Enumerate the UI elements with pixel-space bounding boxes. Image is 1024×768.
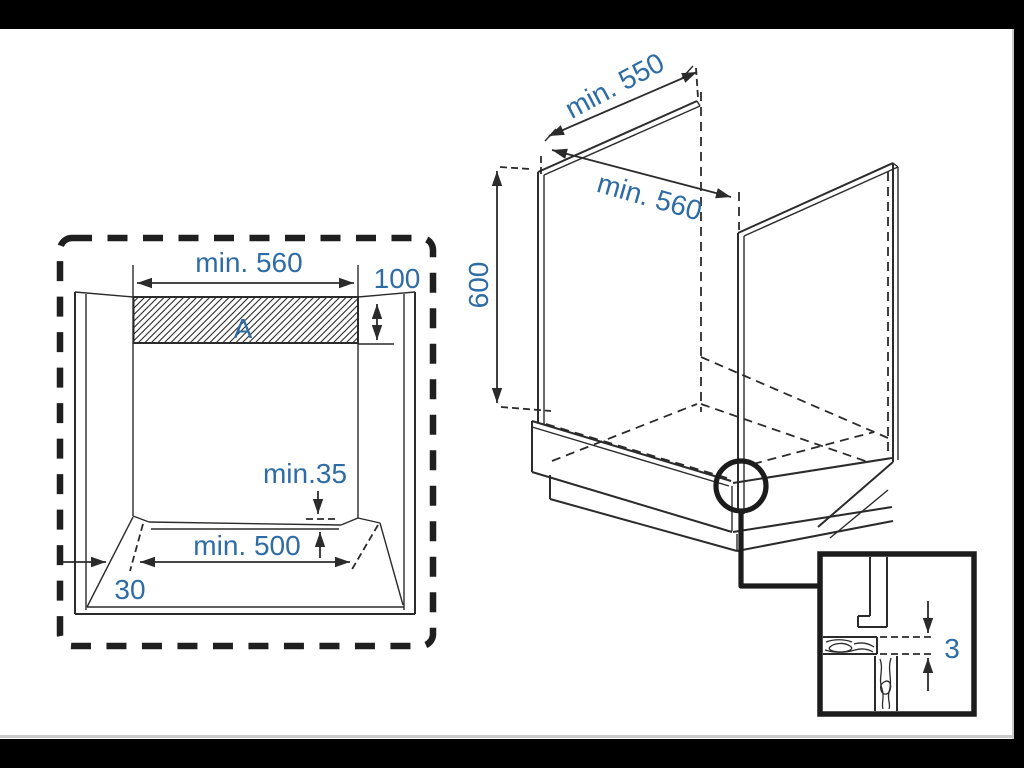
right-seam: [1012, 28, 1015, 740]
inset-panel-wood: [874, 656, 898, 711]
inset-oven-trim: [857, 557, 888, 628]
detail-leader-line: [738, 511, 818, 589]
dim-rear-clearance: min.35: [263, 458, 347, 558]
bottom-black-bar: [0, 739, 1024, 768]
right-black-bar: [1014, 0, 1024, 768]
vent-area-label: A: [234, 313, 253, 344]
dim-height-600: 600: [463, 166, 552, 412]
dim-top-width: min. 560: [137, 247, 354, 289]
dim-top-width-label: min. 560: [195, 247, 302, 278]
dim-height-label: 600: [463, 262, 494, 309]
vent-area-hatch: [132, 296, 359, 344]
dashed-cutout-border: [56, 234, 437, 650]
cabinet-walls: [74, 291, 416, 615]
dim-side-clearance-label: 30: [114, 574, 145, 605]
dim-top-clearance-label: 100: [374, 263, 421, 294]
dim-gap-label: 3: [944, 633, 960, 664]
dim-side-clearance: 30: [63, 556, 146, 605]
dim-base-width: min. 500: [140, 530, 350, 568]
dim-top-clearance: 100: [358, 263, 421, 345]
front-view-figure: min. 560 100 A min.35 min. 500 30: [56, 234, 437, 650]
inset-worktop-wood: [823, 636, 878, 655]
dim-rear-clearance-label: min.35: [263, 458, 347, 489]
top-black-bar: [0, 0, 1024, 29]
detail-inset: 3: [817, 551, 977, 717]
right-panel: [737, 162, 899, 539]
hidden-edges: [540, 67, 889, 479]
bottom-seam: [0, 735, 1015, 738]
dim-gap-3: 3: [880, 601, 960, 691]
dim-base-width-label: min. 500: [193, 530, 300, 561]
cabinet-base: [531, 420, 894, 552]
